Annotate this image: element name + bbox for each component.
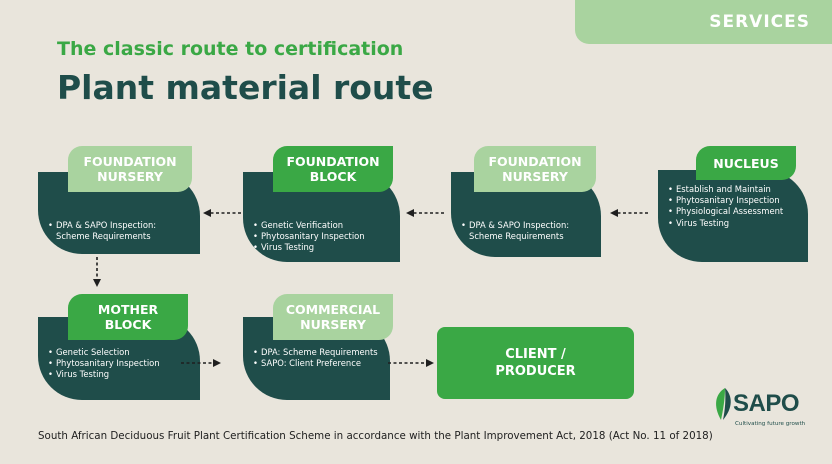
nucleus-item: Establish and Maintain [668,184,800,195]
dashed-arrow-icon [610,209,648,217]
nucleus-label: NUCLEUS [696,146,796,180]
sapo-logo: SAPO Cultivating future growth [707,384,817,436]
mother-block-leaf: Genetic Selection Phytosanitary Inspecti… [38,317,200,400]
nucleus-label-line1: NUCLEUS [713,155,779,171]
foundation-nursery-2-label-line1: FOUNDATION [488,154,582,169]
commercial-nursery-item: DPA: Scheme Requirements [253,347,382,358]
dashed-arrow-icon [93,257,101,287]
client-producer-line2: PRODUCER [495,364,576,379]
mother-block-item: Genetic Selection [48,347,192,358]
foundation-nursery-2-item: DPA & SAPO Inspection: Scheme Requiremen… [461,220,593,242]
services-tab-label: SERVICES [709,12,810,32]
foundation-block-item: Phytosanitary Inspection [253,231,392,242]
foundation-nursery-1-label-line2: NURSERY [97,169,163,184]
mother-block-label-line1: MOTHER [97,302,159,317]
nucleus-item: Physiological Assessment [668,206,800,217]
foundation-nursery-1-item: DPA & SAPO Inspection: Scheme Requiremen… [48,220,192,242]
commercial-nursery-label-line1: COMMERCIAL [285,302,381,317]
page-title: Plant material route [57,68,434,107]
foundation-block-label-line1: FOUNDATION [286,154,380,169]
dashed-arrow-icon [406,209,444,217]
mother-block-item: Phytosanitary Inspection [48,358,192,369]
foundation-block-item: Virus Testing [253,242,392,253]
dashed-arrow-icon [181,359,221,367]
sapo-leaf-icon [716,388,731,420]
dashed-arrow-icon [203,209,241,217]
sapo-logo-text: SAPO [733,390,800,417]
nucleus-item: Phytosanitary Inspection [668,195,800,206]
client-producer-box: CLIENT / PRODUCER [437,327,634,399]
mother-block-label-line2: BLOCK [104,317,152,332]
nucleus-item: Virus Testing [668,218,800,229]
services-tab: SERVICES [575,0,832,44]
dashed-arrow-icon [388,359,434,367]
commercial-nursery-label-line2: NURSERY [300,317,366,332]
foundation-nursery-2-label-line2: NURSERY [502,169,568,184]
footer-note: South African Deciduous Fruit Plant Cert… [38,430,713,442]
page-subtitle: The classic route to certification [57,38,404,60]
client-producer-line1: CLIENT / [505,347,566,362]
sapo-logo-tagline: Cultivating future growth [735,421,806,427]
mother-block-item: Virus Testing [48,369,192,380]
commercial-nursery-item: SAPO: Client Preference [253,358,382,369]
foundation-block-label-line2: BLOCK [309,169,357,184]
foundation-block-item: Genetic Verification [253,220,392,231]
nucleus-leaf: Establish and Maintain Phytosanitary Ins… [658,170,808,262]
foundation-nursery-1-label-line1: FOUNDATION [83,154,177,169]
